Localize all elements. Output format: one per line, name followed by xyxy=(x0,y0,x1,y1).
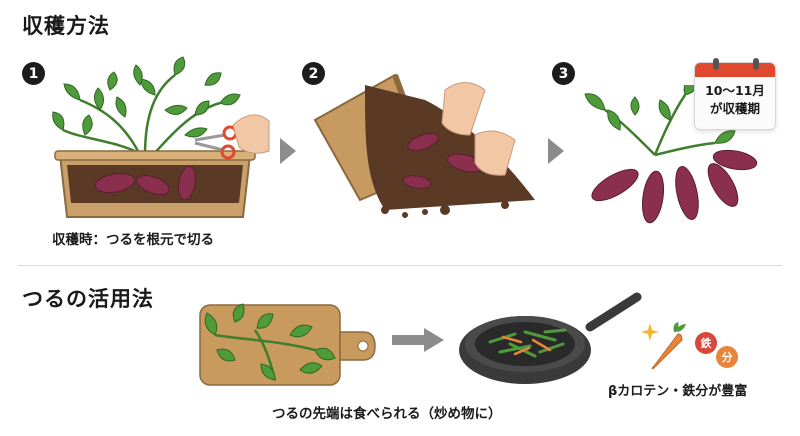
step-1-icon: 1 xyxy=(22,62,45,85)
sparkle-icon xyxy=(641,323,659,341)
step-2-icon: 2 xyxy=(302,62,325,85)
minute-badge: 分 xyxy=(716,346,738,368)
calendar-label: が収穫期 xyxy=(709,101,760,116)
calendar-months: 10〜11月 xyxy=(705,83,765,98)
harvest-title: 収穫方法 xyxy=(22,14,110,38)
vines-caption: つるの先端は食べられる（炒め物に） xyxy=(272,406,502,422)
nutrients-caption: βカロテン・鉄分が豊富 xyxy=(608,384,748,399)
frying-pan-illustration xyxy=(459,292,642,384)
arrow-right-icon xyxy=(548,138,564,164)
dig-out-illustration xyxy=(313,73,535,218)
harvested-potatoes-illustration xyxy=(584,85,758,224)
iron-badge: 鉄 xyxy=(695,332,717,354)
planter-illustration xyxy=(52,56,270,218)
step-1-caption: 収穫時：つるを根元で切る xyxy=(52,232,214,248)
arrow-right-icon xyxy=(280,138,296,164)
carrot-icon xyxy=(651,322,686,370)
step-3-icon: 3 xyxy=(552,62,575,85)
arrow-right-icon xyxy=(392,328,444,352)
calendar-icon: 10〜11月 が収穫期 xyxy=(694,58,776,130)
vines-title: つるの活用法 xyxy=(22,287,154,311)
cutting-board-illustration xyxy=(199,303,376,386)
section-divider xyxy=(18,265,782,266)
